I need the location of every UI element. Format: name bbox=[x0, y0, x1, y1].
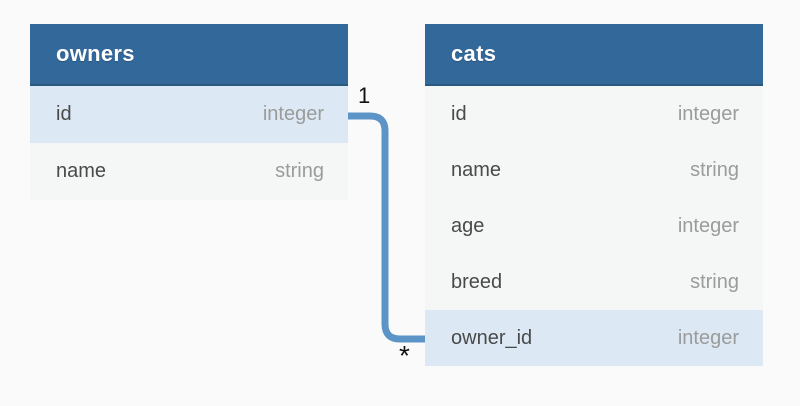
table-row-cats-id: id integer bbox=[425, 86, 763, 142]
column-name: name bbox=[56, 160, 107, 182]
relationship-line bbox=[348, 112, 425, 343]
table-row-owners-name: name string bbox=[30, 143, 348, 200]
column-name: age bbox=[451, 214, 485, 237]
table-row-cats-age: age integer bbox=[425, 198, 763, 254]
table-owners: owners id integer name string bbox=[30, 24, 348, 200]
table-row-cats-breed: breed string bbox=[425, 254, 763, 310]
cardinality-many-label: * bbox=[399, 340, 410, 371]
column-type: integer bbox=[677, 326, 739, 349]
table-cats-title: cats bbox=[451, 41, 497, 66]
column-type: integer bbox=[677, 214, 739, 237]
column-type: string bbox=[690, 158, 739, 181]
table-row-cats-owner-id: owner_id integer bbox=[425, 310, 763, 366]
table-cats: cats id integer name string age integer … bbox=[425, 24, 763, 366]
column-name: breed bbox=[451, 270, 503, 293]
column-name: id bbox=[451, 102, 467, 125]
column-name: owner_id bbox=[451, 326, 533, 349]
column-type: integer bbox=[677, 102, 739, 125]
table-owners-header: owners bbox=[30, 24, 348, 86]
table-owners-title: owners bbox=[56, 41, 135, 66]
table-row-cats-name: name string bbox=[425, 142, 763, 198]
column-name: id bbox=[56, 103, 72, 125]
cardinality-one-label: 1 bbox=[358, 83, 371, 108]
table-cats-header: cats bbox=[425, 24, 763, 86]
column-type: integer bbox=[262, 103, 324, 125]
column-type: string bbox=[690, 270, 739, 293]
table-row-owners-id: id integer bbox=[30, 86, 348, 143]
column-name: name bbox=[451, 158, 502, 181]
column-type: string bbox=[275, 160, 324, 182]
